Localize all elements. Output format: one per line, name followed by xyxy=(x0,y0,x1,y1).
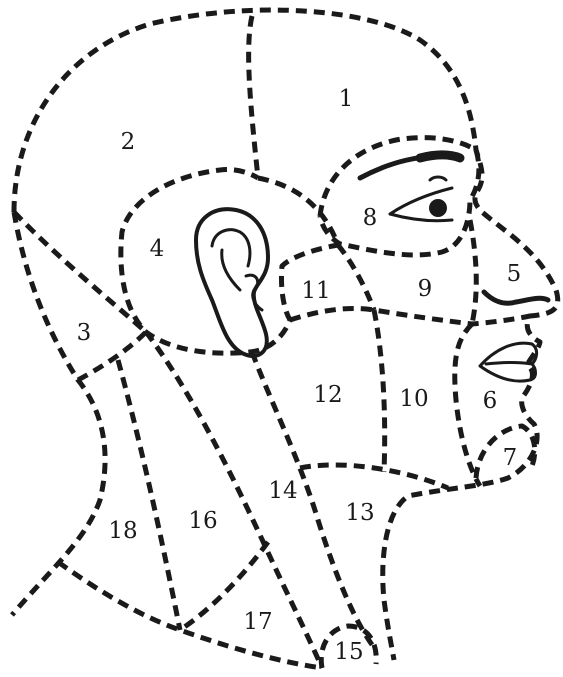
region-16-left-line xyxy=(118,360,180,630)
head-outline xyxy=(14,10,558,660)
region-9-right-line xyxy=(470,220,476,324)
region-label-4: 4 xyxy=(150,236,165,262)
region-label-1: 1 xyxy=(339,86,354,112)
region-label-15: 15 xyxy=(334,639,363,665)
region-label-6: 6 xyxy=(483,388,498,414)
region-label-10: 10 xyxy=(399,386,428,412)
region-label-5: 5 xyxy=(507,261,522,287)
region-label-7: 7 xyxy=(503,445,518,471)
occipital-divider-line xyxy=(14,212,146,332)
region-label-14: 14 xyxy=(268,478,297,504)
region-label-11: 11 xyxy=(301,278,330,304)
region-12-bottom-line xyxy=(300,465,448,488)
region-label-17: 17 xyxy=(243,609,272,635)
region-label-12: 12 xyxy=(313,382,342,408)
region-label-16: 16 xyxy=(188,508,217,534)
eyebrow-thick-drawing xyxy=(420,155,460,158)
ear-inner-drawing xyxy=(212,230,262,310)
region-label-8: 8 xyxy=(363,205,378,231)
region-label-9: 9 xyxy=(418,276,433,302)
nostril-drawing xyxy=(484,292,548,303)
lips-drawing xyxy=(480,343,537,381)
region-6-boundary xyxy=(455,324,480,486)
region-label-2: 2 xyxy=(121,129,136,155)
region-label-3: 3 xyxy=(77,320,92,346)
region-11-bottom-line xyxy=(290,308,530,324)
region-label-18: 18 xyxy=(108,518,137,544)
back-of-neck-outline xyxy=(12,212,105,615)
region-10-left-line xyxy=(374,310,385,472)
region-label-13: 13 xyxy=(345,500,374,526)
region-18-bottom-line xyxy=(58,562,322,668)
eye-pupil xyxy=(429,199,447,217)
scalp-divider-line xyxy=(249,16,258,178)
region-9-left-line xyxy=(338,245,374,310)
